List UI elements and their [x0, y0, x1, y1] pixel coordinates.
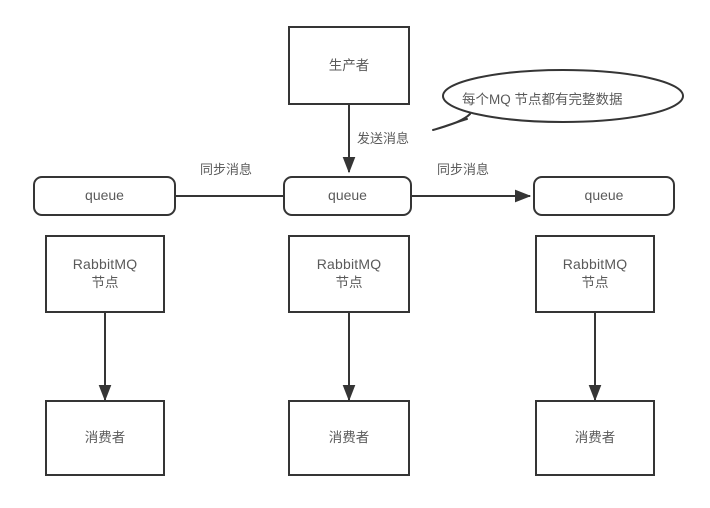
- rabbitmq-node-label-center-line1: RabbitMQ: [316, 256, 382, 273]
- rabbitmq-node-box-center[interactable]: RabbitMQ 节点: [288, 235, 410, 313]
- rabbitmq-node-label-right-line1: RabbitMQ: [562, 256, 628, 273]
- consumer-box-right[interactable]: 消费者: [535, 400, 655, 476]
- rabbitmq-node-label-center-line2: 节点: [335, 275, 363, 291]
- consumer-label-center: 消费者: [328, 430, 370, 446]
- rabbitmq-node-label-left-line1: RabbitMQ: [72, 256, 138, 273]
- callout-bubble: [432, 69, 684, 131]
- rabbitmq-node-label-right-line2: 节点: [581, 275, 609, 291]
- rabbitmq-node-box-right[interactable]: RabbitMQ 节点: [535, 235, 655, 313]
- consumer-label-left: 消费者: [84, 430, 126, 446]
- rabbitmq-node-box-left[interactable]: RabbitMQ 节点: [45, 235, 165, 313]
- edge-label-send-message: 发送消息: [357, 131, 410, 146]
- edge-label-sync-message-left: 同步消息: [200, 162, 253, 177]
- queue-label-left: queue: [85, 187, 124, 204]
- consumer-label-right: 消费者: [574, 430, 616, 446]
- consumer-box-center[interactable]: 消费者: [288, 400, 410, 476]
- queue-box-right[interactable]: queue: [533, 176, 675, 216]
- queue-label-center: queue: [328, 187, 367, 204]
- callout-text: 每个MQ 节点都有完整数据: [462, 92, 623, 107]
- edge-label-sync-message-right: 同步消息: [437, 162, 490, 177]
- producer-box[interactable]: 生产者: [288, 26, 410, 105]
- queue-box-left[interactable]: queue: [33, 176, 176, 216]
- rabbitmq-node-label-left-line2: 节点: [91, 275, 119, 291]
- queue-box-center[interactable]: queue: [283, 176, 412, 216]
- queue-label-right: queue: [584, 187, 624, 204]
- producer-label: 生产者: [328, 57, 370, 73]
- consumer-box-left[interactable]: 消费者: [45, 400, 165, 476]
